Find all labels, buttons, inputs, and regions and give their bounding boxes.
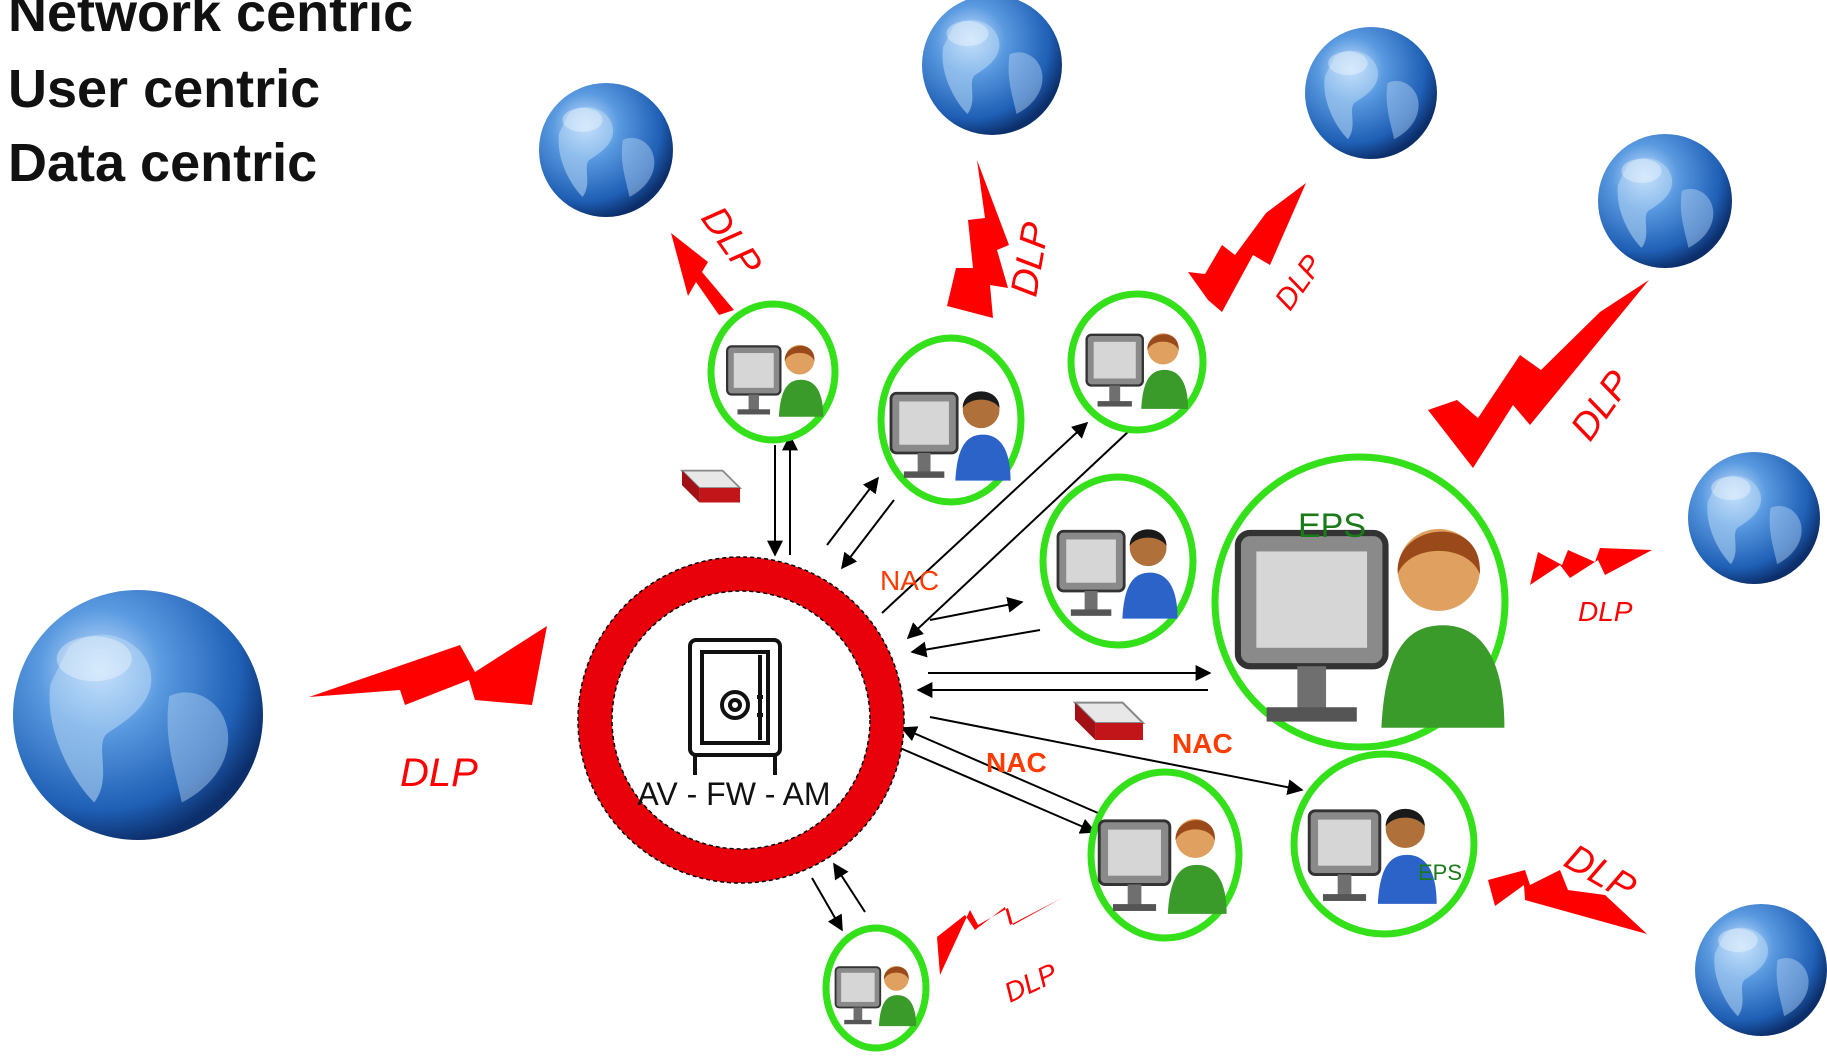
globe-icon [1688,452,1820,584]
globe-icon [1305,27,1437,159]
dlp-label-top-left: DLP [693,199,770,284]
user-node-bottom-mid [1091,768,1239,938]
connection-arrows [767,421,1304,932]
protected-data-ring [577,556,905,884]
lightning-bolt-icon [1488,870,1647,934]
user-workstation-icon [727,345,823,417]
dlp-label-top-mid: DLP [1004,219,1058,300]
heading-network-centric: Network centric [8,0,414,43]
nac-label-mid: NAC [986,747,1047,778]
safe-icon [688,638,782,775]
dlp-label-left: DLP [400,751,478,795]
user-node-bottom-right [1294,750,1474,934]
globe-icon [922,0,1062,135]
user-workstation-icon [1087,333,1188,409]
dlp-label-bottom: DLP [999,957,1062,1008]
heading-user-centric: User centric [8,59,321,119]
center-label: AV - FW - AM [637,776,830,812]
user-node-bottom [826,924,926,1048]
lightning-bolt-icon [937,898,1062,975]
eps-label-small: EPS [1418,860,1462,885]
globe-icon [1695,904,1827,1036]
user-workstation-icon [1309,809,1436,904]
lightning-bolt-icon [1188,183,1306,312]
dlp-label-right-mid: DLP [1578,596,1633,627]
heading-data-centric: Data centric [8,133,318,193]
user-workstation-icon [836,966,917,1026]
user-workstation-icon [1238,529,1505,728]
globe-icon [1598,134,1732,268]
network-appliance-icon [1075,703,1143,740]
nac-label-right: NAC [1172,728,1233,759]
lightning-bolt-icon [1530,548,1652,585]
lightning-bolt-icon [671,233,734,315]
nac-label-upper: NAC [880,565,939,596]
dlp-label-right-upper: DLP [1563,363,1640,448]
user-node-large-eps [1215,457,1505,747]
user-workstation-icon [1099,819,1226,914]
lightning-bolt-icon [947,160,1009,318]
lightning-bolt-icon [309,626,547,705]
globe-icon [13,590,263,840]
user-node-top-left [711,300,835,440]
user-node-top-mid [881,334,1021,502]
user-workstation-icon [1058,529,1178,618]
dlp-label-top-right: DLP [1269,249,1330,316]
network-appliance-icon [682,471,740,503]
globe-icon [539,83,673,217]
lightning-bolt-icon [1428,280,1649,468]
user-node-top-right [1071,290,1203,430]
eps-label-large: EPS [1298,507,1366,545]
user-node-mid [1043,473,1193,645]
user-workstation-icon [891,391,1011,480]
